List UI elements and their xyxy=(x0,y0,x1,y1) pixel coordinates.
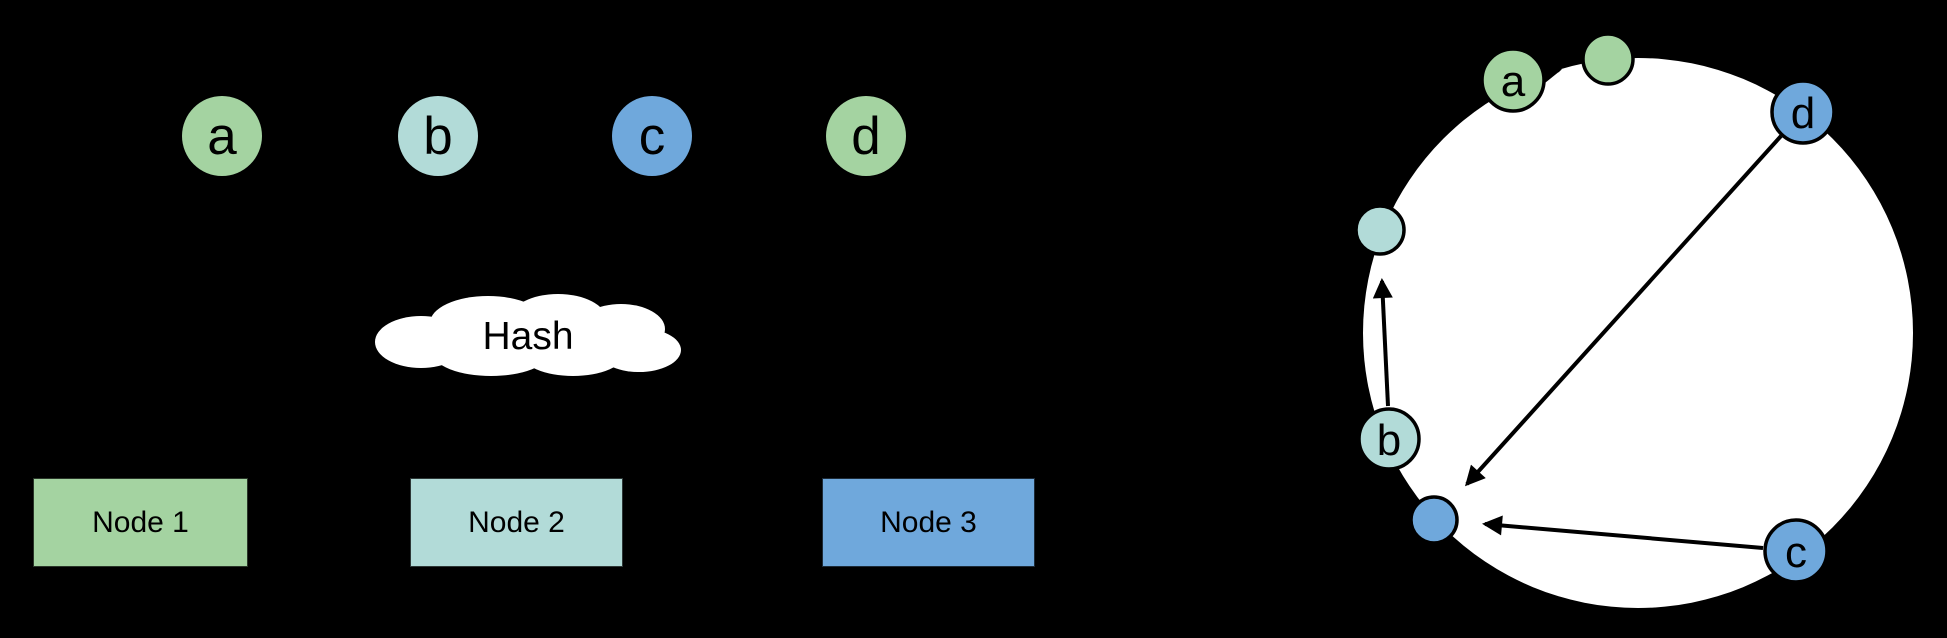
ring-node-marker-blue xyxy=(1409,495,1459,545)
node-label-1: Node 1 xyxy=(92,505,189,539)
arrow-b-to-teal-marker xyxy=(1372,278,1393,407)
ring-key-circle-a xyxy=(1480,47,1546,113)
cloud-shape xyxy=(375,294,681,376)
arrow-c-to-blue-marker xyxy=(1482,515,1764,550)
key-circle-b: b xyxy=(398,96,478,176)
hash-ring-circle xyxy=(1363,58,1913,608)
key-label-d: d xyxy=(851,106,881,166)
node-label-3: Node 3 xyxy=(880,505,977,539)
ring-key-label-c: c xyxy=(1785,528,1807,577)
key-circle-d: d xyxy=(826,96,906,176)
ring-key-circle-d xyxy=(1770,79,1836,145)
ring-key-circle-c xyxy=(1763,518,1829,584)
hash-cloud: Hash xyxy=(375,294,681,376)
hash-label: Hash xyxy=(482,315,573,358)
ring-key-label-d: d xyxy=(1791,89,1815,138)
ring-node-marker-teal xyxy=(1354,204,1406,256)
key-label-c: c xyxy=(638,106,666,166)
node-box-2: Node 2 xyxy=(410,478,623,567)
key-label-b: b xyxy=(423,106,453,166)
ring-key-circle-b xyxy=(1357,407,1421,471)
node-box-1: Node 1 xyxy=(33,478,248,567)
key-circle-c: c xyxy=(612,96,692,176)
key-circle-a: a xyxy=(182,96,262,176)
arrow-d-to-blue-marker xyxy=(1464,134,1783,487)
arrow-a-to-green-marker xyxy=(1540,63,1562,84)
ring-node-marker-green xyxy=(1581,32,1635,86)
key-label-a: a xyxy=(207,106,237,166)
ring-key-label-a: a xyxy=(1501,57,1526,106)
ring-key-label-b: b xyxy=(1377,416,1401,465)
node-label-2: Node 2 xyxy=(468,505,565,539)
node-box-3: Node 3 xyxy=(822,478,1035,567)
